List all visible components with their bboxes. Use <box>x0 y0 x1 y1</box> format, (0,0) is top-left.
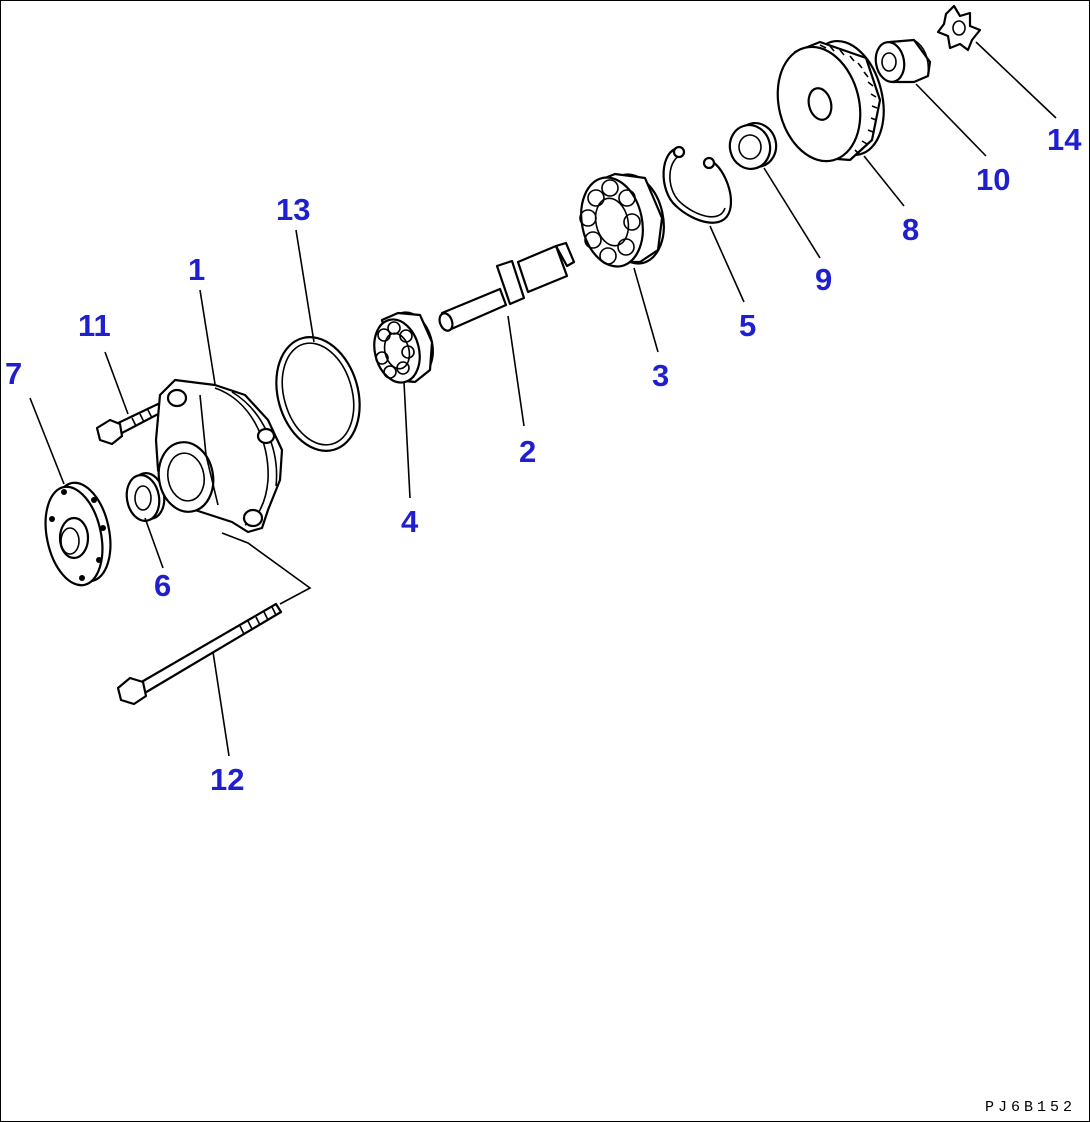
part-5-snap-ring <box>662 145 732 224</box>
callout-1: 1 <box>188 252 205 287</box>
part-14-coupling <box>936 4 982 52</box>
callout-8: 8 <box>902 212 919 247</box>
part-1-housing <box>154 378 284 534</box>
part-11-bolt <box>95 402 164 446</box>
part-9-spacer <box>728 122 778 170</box>
part-13-o-ring <box>275 336 361 452</box>
part-3-bearing <box>579 172 665 268</box>
callout-2: 2 <box>519 434 536 469</box>
callout-14: 14 <box>1047 122 1082 157</box>
callout-6: 6 <box>154 568 171 603</box>
part-8-gear <box>776 39 885 163</box>
callout-9: 9 <box>815 262 832 297</box>
callout-11: 11 <box>78 308 111 343</box>
part-4-bearing <box>373 311 434 384</box>
callout-7: 7 <box>5 356 22 391</box>
part-2-shaft <box>438 241 576 332</box>
callout-3: 3 <box>652 358 669 393</box>
drawing-reference-code: PJ6B152 <box>984 1099 1076 1116</box>
callout-12: 12 <box>210 762 244 797</box>
part-10-bushing <box>874 38 932 84</box>
callout-10: 10 <box>976 162 1010 197</box>
callout-5: 5 <box>739 308 756 343</box>
callout-13: 13 <box>276 192 310 227</box>
part-12-long-bolt <box>116 602 283 706</box>
callout-4: 4 <box>401 504 419 539</box>
part-7-flange <box>44 481 112 587</box>
leader-lines <box>29 41 1057 757</box>
callout-labels: 7 11 1 6 12 13 4 2 3 5 9 8 10 14 <box>5 122 1082 797</box>
